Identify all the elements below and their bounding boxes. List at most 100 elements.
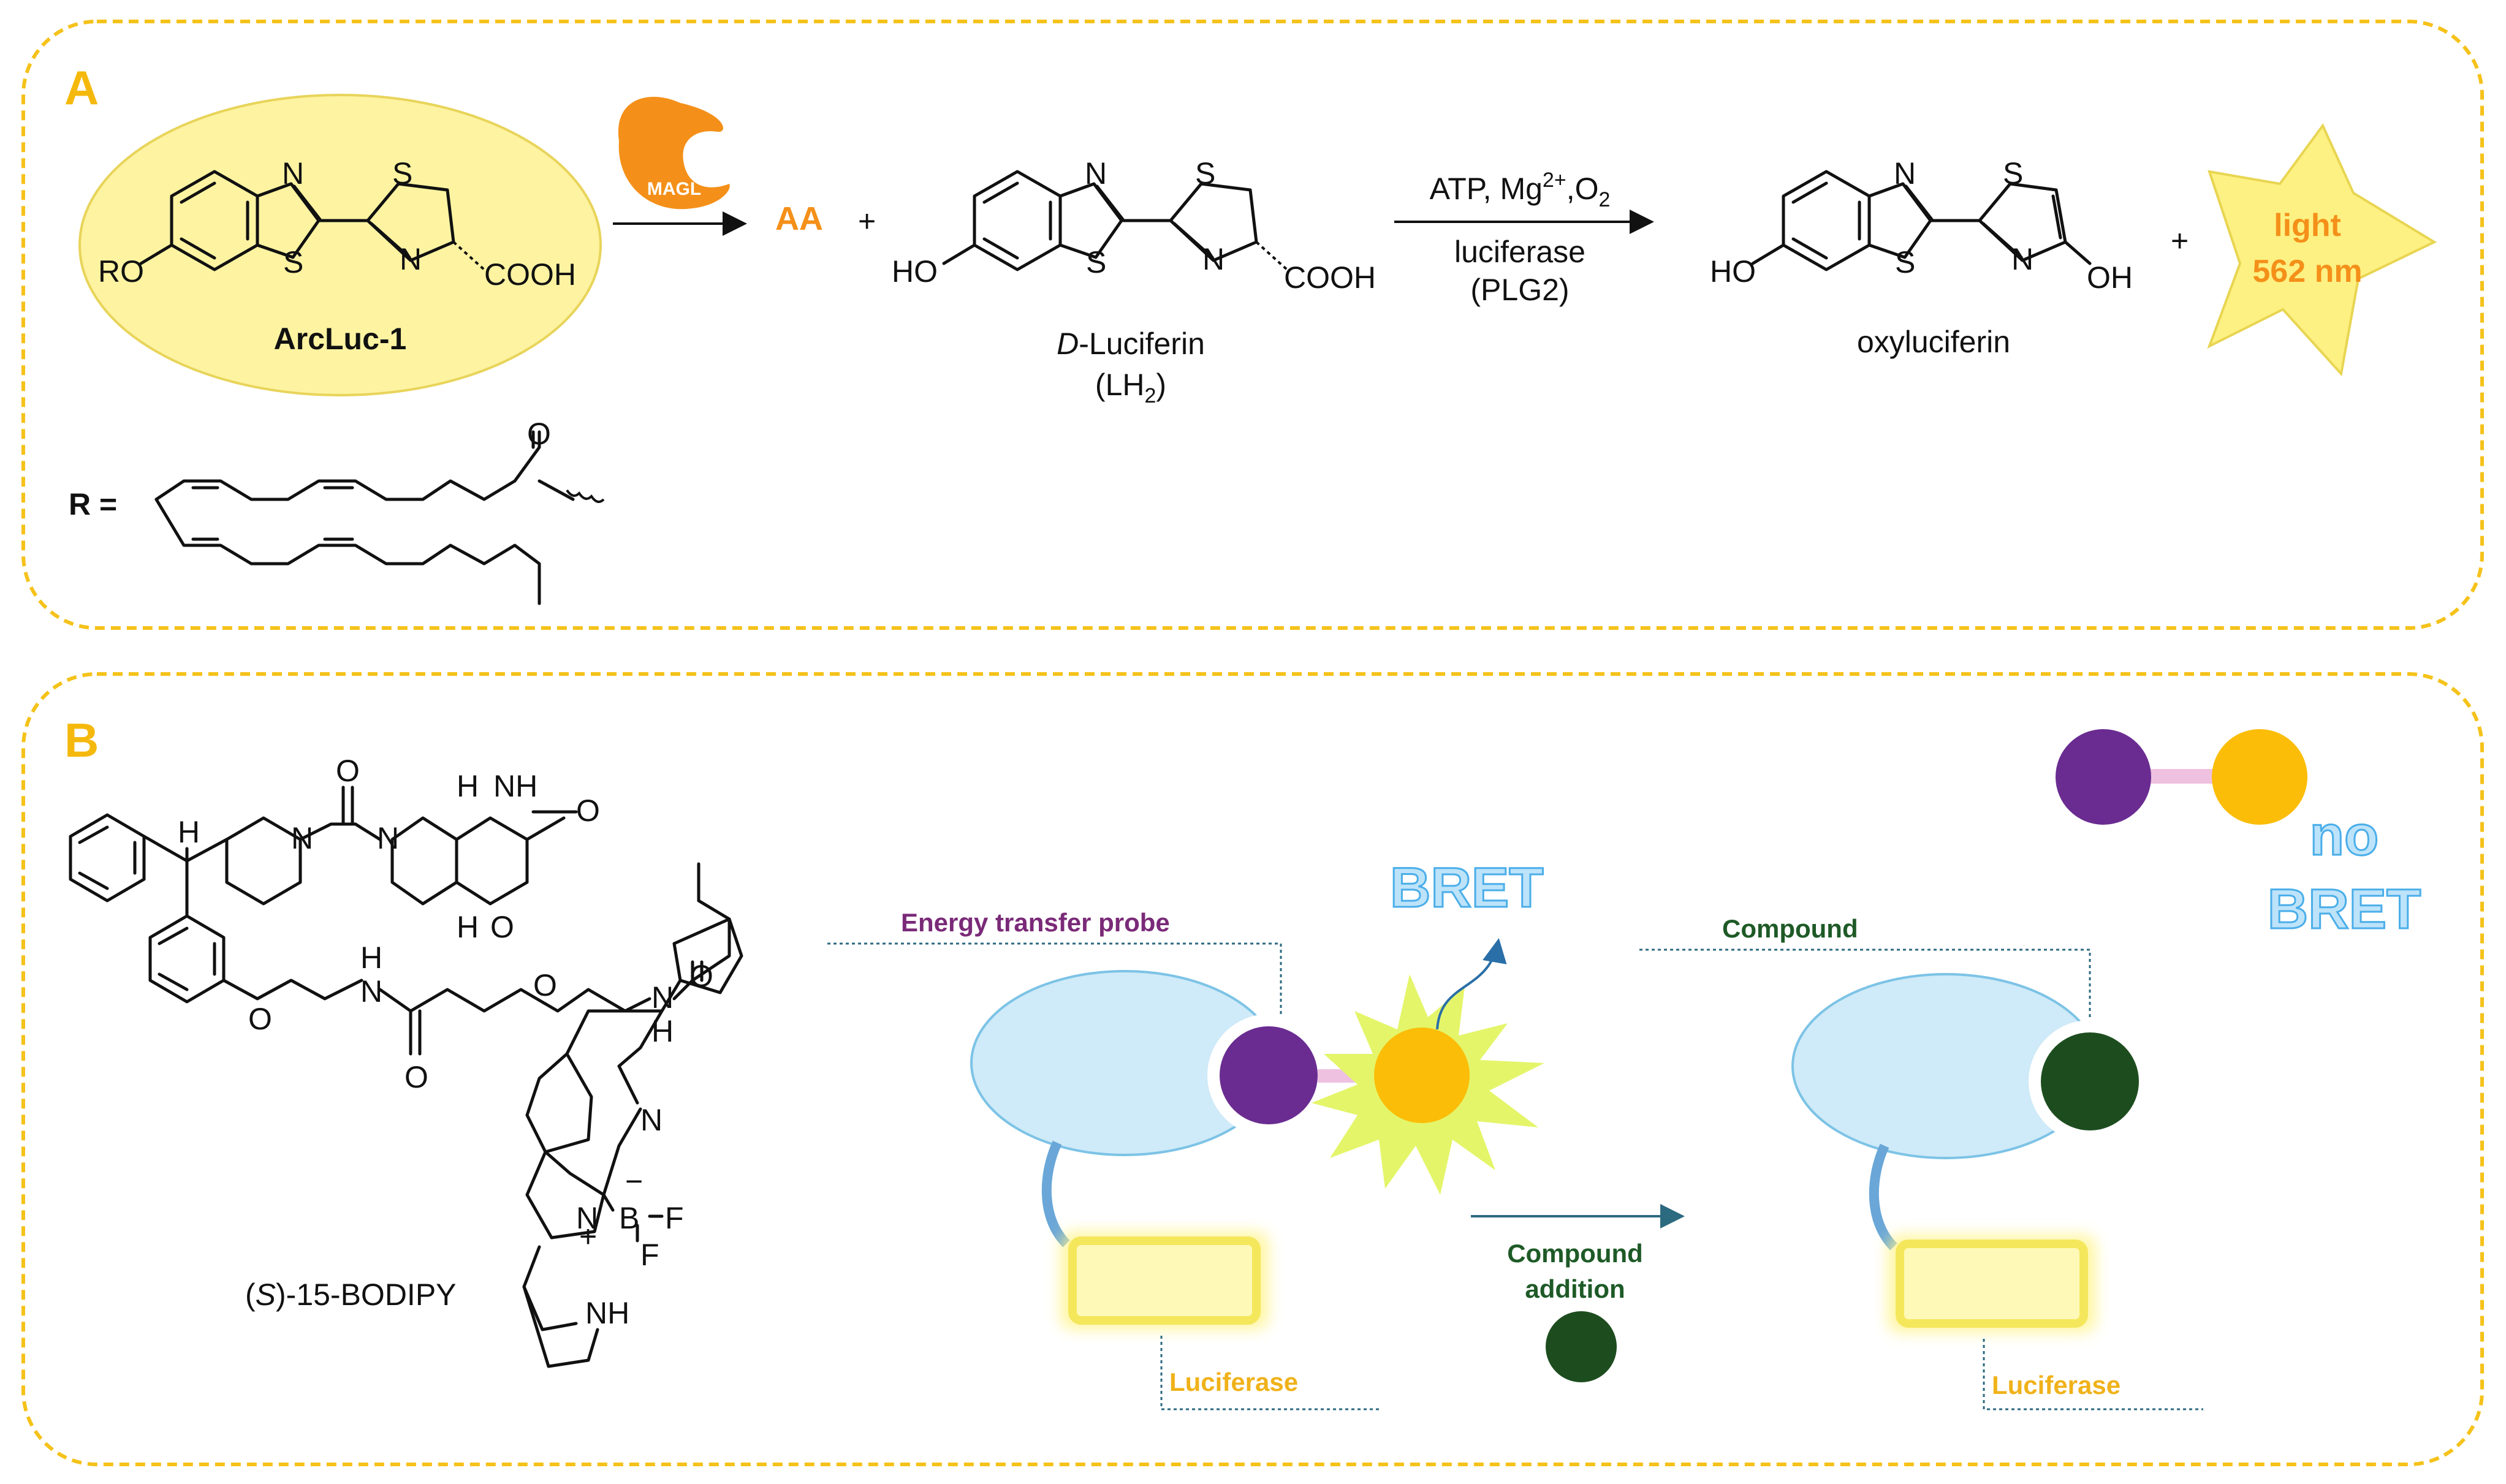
oxyluciferin-label: oxyluciferin [1857, 325, 2010, 359]
bodipy-atom-o-lactam: O [576, 793, 600, 828]
r-group-chain [154, 430, 605, 605]
emission-arrow [1436, 938, 1507, 1030]
compound-label: Compound [1722, 914, 1858, 943]
r-group-atom-o: O [527, 417, 551, 451]
luciferin-atom-n1: N [1085, 156, 1107, 191]
panel-b-letter: B [64, 713, 99, 767]
bodipy-atom-o-ether1: O [248, 1002, 272, 1036]
luciferase-label-left: Luciferase [1169, 1368, 1298, 1396]
luciferin-label-italic: D [1057, 327, 1079, 361]
arcluc-atom-s1: S [283, 245, 303, 279]
luciferin-cooh: COOH [1284, 260, 1376, 295]
luciferin-structure [942, 170, 1288, 271]
luciferin-abbrev: (LH2) [1095, 368, 1166, 407]
compound-addition-line-1: Compound [1507, 1239, 1643, 1268]
luciferin-abbrev-sub: 2 [1145, 384, 1156, 407]
oxyluciferin-atom-n2: N [2011, 242, 2033, 276]
bodipy-atom-n-amide2: N [651, 980, 674, 1015]
bodipy-atom-o-ring: O [490, 910, 514, 944]
magl-enzyme-icon [618, 96, 730, 210]
light-star-icon [2207, 123, 2437, 377]
light-line-2: 562 nm [2252, 254, 2362, 289]
bodipy-atom-o-ether2: O [533, 968, 557, 1002]
bodipy-atom-h-amide2: H [651, 1014, 674, 1048]
luciferase-left [1068, 1236, 1261, 1325]
bodipy-atom-f2: F [640, 1238, 659, 1272]
bodipy-atom-n-bicyclic: N [377, 821, 399, 855]
luciferin-atom-s1: S [1086, 245, 1106, 279]
arcluc-label: ArcLuc-1 [274, 322, 407, 356]
luciferin-label-rest: -Luciferin [1079, 327, 1205, 361]
bodipy-atom-o-carbonyl: O [336, 754, 360, 788]
panel-a-letter: A [64, 61, 99, 115]
luciferin-atom-s2: S [1195, 156, 1215, 191]
tether-right [1869, 1143, 1897, 1251]
compound-circle-bound [2041, 1032, 2139, 1130]
bodipy-atom-o-amide1: O [404, 1060, 428, 1094]
bodipy-label: (S)-15-BODIPY [245, 1278, 457, 1312]
bodipy-label-italic: S [256, 1278, 276, 1312]
panel-b: B [21, 672, 2484, 1466]
arcluc-atom-n1: N [282, 156, 304, 191]
arcluc-highlight [78, 94, 602, 396]
oxyluciferin-atom-n1: N [1894, 156, 1916, 191]
conditions-top-sub: 2 [1598, 188, 1610, 211]
byproduct-aa: AA [775, 200, 823, 237]
panel-b-border [21, 672, 2484, 1466]
conditions-top-base: ATP, Mg [1430, 172, 1543, 206]
probe-leader-line [827, 942, 1282, 1042]
arcluc-structure [139, 170, 485, 271]
magl-label: MAGL [647, 179, 701, 199]
oxyluciferin-ho: HO [1710, 254, 1756, 289]
bodipy-atom-minus: − [625, 1164, 643, 1198]
bodipy-structure [69, 786, 743, 1240]
conditions-top-sup: 2+ [1543, 168, 1566, 192]
luciferin-atom-n2: N [1202, 242, 1225, 276]
bodipy-atom-n-piperidine: N [291, 821, 313, 855]
oxyluciferin-structure [1751, 170, 2092, 271]
bodipy-atom-nh-pyrrole3: NH [585, 1296, 629, 1330]
bodipy-atom-n-amide1: N [360, 974, 382, 1009]
plus-1: + [858, 204, 876, 238]
bret-label: BRET [1390, 857, 1543, 919]
r-group-label: R = [69, 487, 117, 521]
luciferin-abbrev-open: (LH [1095, 368, 1145, 402]
bodipy-atom-nh-lactam: NH [493, 769, 537, 803]
bodipy-atom-o-amide2: O [689, 959, 713, 993]
bodipy-atom-f1: F [665, 1201, 684, 1235]
luciferin-label: D-Luciferin [1057, 327, 1205, 361]
bodipy-label-prefix: ( [245, 1278, 256, 1312]
bodipy-atom-n-pyrrole1: N [640, 1103, 663, 1137]
oxyluciferin-oh: OH [2087, 260, 2133, 295]
conditions-mid: luciferase [1454, 235, 1585, 269]
compound-leader-line [1639, 948, 2091, 1035]
conditions-bottom: (PLG2) [1470, 273, 1569, 307]
bodipy-atom-h-bottom: H [457, 910, 479, 944]
conditions-top: ATP, Mg2+,O2 [1430, 168, 1611, 211]
light-line-1: light [2274, 208, 2341, 243]
luciferase-right [1896, 1240, 2088, 1328]
luciferin-ho: HO [892, 254, 938, 289]
probe-circle-left [1220, 1026, 1318, 1124]
luciferase-leader-right [1983, 1339, 2203, 1410]
bodipy-atom-plus: + [579, 1219, 597, 1254]
luciferase-leader-left [1160, 1336, 1382, 1410]
panel-a-border [21, 20, 2484, 630]
no-bret-line-1: no [2310, 804, 2379, 867]
compound-circle-free [1546, 1311, 1617, 1382]
bodipy-atom-nh-amide1: H [360, 941, 382, 975]
oxyluciferin-atom-s2: S [2003, 156, 2023, 191]
luciferin-abbrev-close: ) [1156, 368, 1166, 402]
donor-circle-left [1374, 1028, 1470, 1123]
no-bret-line-2: BRET [2268, 878, 2421, 941]
arcluc-atom-s2: S [392, 156, 412, 191]
bodipy-atom-n-pyrrole2: N [576, 1201, 598, 1235]
tether-left [1041, 1140, 1070, 1247]
no-bret-donor-circle [2212, 729, 2307, 825]
bodipy-atom-h-stereo: H [178, 815, 200, 849]
arcluc-cooh: COOH [484, 257, 576, 292]
arcluc-ro: RO [98, 254, 144, 289]
no-bret-probe-circle [2056, 729, 2151, 825]
arcluc-atom-n2: N [400, 242, 422, 276]
